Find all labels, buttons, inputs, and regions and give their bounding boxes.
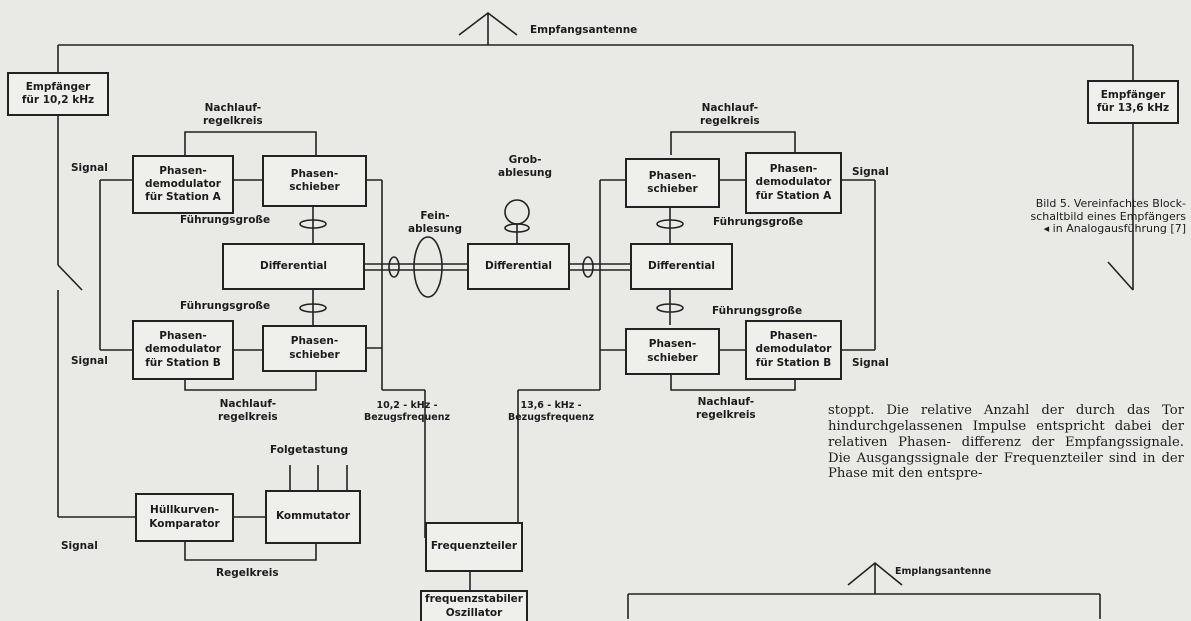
left-demodulator-a-box: Phasen- demodulator für Station A bbox=[132, 155, 234, 214]
regelkreis-label: Regelkreis bbox=[216, 567, 279, 579]
left-differential-box: Differential bbox=[222, 243, 365, 290]
oszillator-box: frequenzstabiler Oszillator bbox=[420, 590, 528, 621]
antenna-label-top: Empfangsantenne bbox=[530, 24, 638, 36]
right-loop-top-label: Nachlauf- regelkreis bbox=[700, 102, 760, 128]
receiver-10-2-box: Empfänger für 10,2 kHz bbox=[7, 72, 109, 116]
grob-dial-icon bbox=[504, 199, 530, 225]
left-shifter-top-box: Phasen- schieber bbox=[262, 155, 367, 207]
left-demodulator-b-box: Phasen- demodulator für Station B bbox=[132, 320, 234, 380]
huellkurven-komparator-box: Hüllkurven- Komparator bbox=[135, 493, 234, 542]
right-frequency-label: 13,6 - kHz - Bezugsfrequenz bbox=[508, 400, 594, 423]
left-signal-top-label: Signal bbox=[71, 162, 108, 174]
receiver-13-6-box: Empfänger für 13,6 kHz bbox=[1087, 80, 1179, 124]
antenna-label-bottom: Emplangsantenne bbox=[895, 566, 992, 577]
left-shifter-bottom-box: Phasen- schieber bbox=[262, 325, 367, 372]
left-fuehrung-top-label: Führungsgroße bbox=[180, 214, 271, 226]
figure-caption: Bild 5. Vereinfachtes Block- schaltbild … bbox=[1030, 197, 1186, 236]
left-loop-bottom-label: Nachlauf- regelkreis bbox=[218, 398, 278, 424]
left-signal-bottom-label: Signal bbox=[71, 355, 108, 367]
right-differential-box: Differential bbox=[630, 243, 733, 290]
frequenzteiler-box: Frequenzteiler bbox=[425, 522, 523, 572]
grob-ablesung-label: Grob- ablesung bbox=[498, 154, 553, 180]
left-loop-top-label: Nachlauf- regelkreis bbox=[203, 102, 263, 128]
body-text: stoppt. Die relative Anzahl der durch da… bbox=[828, 403, 1184, 482]
bottom-signal-label: Signal bbox=[61, 540, 98, 552]
right-demodulator-a-box: Phasen- demodulator für Station A bbox=[745, 152, 842, 214]
right-shifter-top-box: Phasen- schieber bbox=[625, 158, 720, 208]
right-demodulator-b-box: Phasen- demodulator für Station B bbox=[745, 320, 842, 380]
right-loop-bottom-label: Nachlauf- regelkreis bbox=[696, 396, 756, 422]
right-shifter-bottom-box: Phasen- schieber bbox=[625, 328, 720, 375]
kommutator-box: Kommutator bbox=[265, 490, 361, 544]
folgetastung-label: Folgetastung bbox=[270, 444, 349, 456]
fein-dial-icon bbox=[413, 236, 443, 298]
fein-ablesung-label: Fein- ablesung bbox=[408, 210, 463, 236]
left-fuehrung-bottom-label: Führungsgroße bbox=[180, 300, 271, 312]
left-frequency-label: 10,2 - kHz - Bezugsfrequenz bbox=[364, 400, 450, 423]
center-differential-box: Differential bbox=[467, 243, 570, 290]
right-fuehrung-top-label: Führungsgroße bbox=[713, 216, 804, 228]
right-fuehrung-bottom-label: Führungsgroße bbox=[712, 305, 803, 317]
right-signal-top-label: Signal bbox=[852, 166, 889, 178]
right-signal-bottom-label: Signal bbox=[852, 357, 889, 369]
